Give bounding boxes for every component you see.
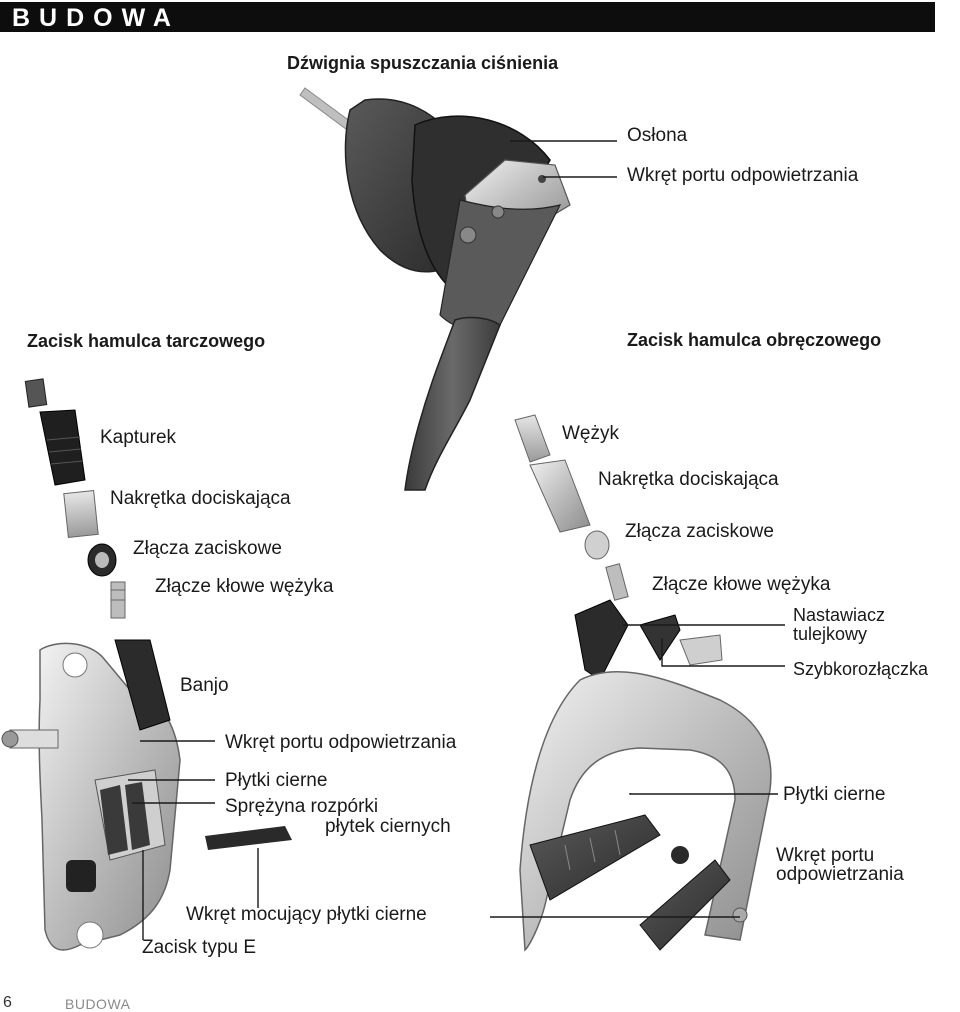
- page-number: 6: [3, 994, 12, 1011]
- rim-brake-parts: [514, 414, 629, 601]
- disc-banjo: [114, 639, 171, 731]
- rim-barrel-adjuster: [574, 599, 629, 681]
- label-spring-line2: płytek ciernych: [325, 816, 451, 837]
- label-disc-compression-nut: Nakrętka dociskająca: [110, 488, 291, 509]
- disc-cap: [39, 409, 86, 486]
- disc-pads: [100, 785, 128, 855]
- lever-bleed-screw: [538, 175, 546, 183]
- label-spring-line1: Sprężyna rozpórki: [225, 796, 379, 817]
- label-banjo: Banjo: [180, 675, 229, 696]
- label-lever-bleed-screw: Wkręt portu odpowietrzania: [627, 165, 859, 186]
- rim-compression-nut: [529, 459, 591, 533]
- disc-caliper-bolt: [66, 860, 96, 892]
- label-rim-compression-nut: Nakrętka dociskająca: [598, 469, 779, 490]
- label-rim-brake-pads: Płytki cierne: [783, 784, 886, 805]
- lever-blade: [404, 316, 501, 491]
- header-bar: BUDOWA: [0, 2, 935, 32]
- rim-compression-fitting: [584, 530, 610, 560]
- disc-brake-parts: [24, 378, 126, 619]
- label-barrel-line2: tulejkowy: [793, 624, 868, 644]
- disc-compression-nut: [63, 490, 99, 538]
- rim-hose: [514, 414, 551, 463]
- rim-bleed-screw: [671, 846, 689, 864]
- label-hose: Wężyk: [562, 423, 619, 444]
- label-disc-compression-fittings: Złącza zaciskowe: [133, 538, 282, 559]
- lever-heading: Dźwignia spuszczania ciśnienia: [287, 53, 559, 73]
- label-rim-bleed-line2: odpowietrzania: [776, 864, 904, 885]
- label-disc-brake-pads: Płytki cierne: [225, 770, 328, 791]
- label-quick-release: Szybkorozłączka: [793, 659, 929, 679]
- disc-pad-pin: [205, 826, 292, 850]
- lever-clamp: [439, 199, 562, 331]
- disc-brake-heading: Zacisk hamulca tarczowego: [27, 331, 266, 351]
- label-e-type-caliper: Zacisk typu E: [142, 937, 257, 958]
- rim-quick-release: [639, 614, 681, 661]
- label-disc-hose-barb: Złącze kłowe wężyka: [155, 576, 334, 597]
- page-title: BUDOWA: [12, 4, 180, 32]
- footer-section: BUDOWA: [65, 996, 131, 1012]
- brake-lever-illustration: [299, 87, 571, 491]
- label-rim-hose-barb: Złącze kłowe wężyka: [652, 574, 831, 595]
- rim-pad-right: [639, 859, 731, 951]
- label-rim-bleed-line1: Wkręt portu: [776, 845, 875, 866]
- rim-pad-left: [529, 814, 661, 901]
- label-cover: Osłona: [627, 125, 688, 146]
- label-rim-compression-fittings: Złącza zaciskowe: [625, 521, 774, 542]
- label-barrel-line1: Nastawiacz: [793, 605, 886, 625]
- label-cap: Kapturek: [100, 427, 177, 448]
- rim-hose-barb: [605, 563, 629, 601]
- leader-lines: [128, 140, 785, 940]
- rim-brake-heading: Zacisk hamulca obręczowego: [627, 330, 882, 350]
- disc-hose-end: [24, 378, 48, 408]
- label-pad-pin: Wkręt mocujący płytki cierne: [186, 904, 427, 925]
- disc-caliper: [1, 639, 292, 951]
- label-disc-bleed-screw: Wkręt portu odpowietrzania: [225, 732, 457, 753]
- rim-caliper: [519, 599, 772, 952]
